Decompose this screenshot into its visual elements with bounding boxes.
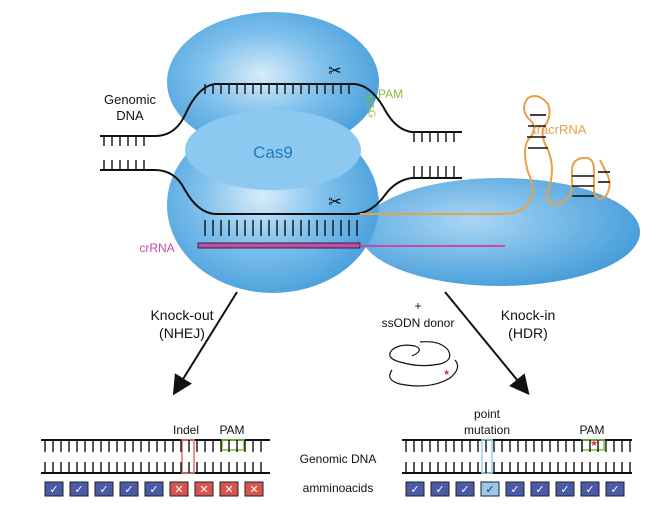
check-icon: ✓ [485,484,494,496]
x-icon: ✕ [249,484,258,496]
cas9-protein [167,12,640,293]
dna-ticks-knockin [405,440,631,473]
genomic-dna-label: DNA [116,108,144,123]
scissors-icon: ✂ [328,194,341,211]
check-icon: ✓ [610,484,619,496]
x-icon: ✕ [224,484,233,496]
check-icon: ✓ [535,484,544,496]
scissors-icon: ✂ [328,63,341,80]
check-icon: ✓ [560,484,569,496]
plus-label: + [414,299,421,313]
check-icon: ✓ [74,484,83,496]
check-icon: ✓ [460,484,469,496]
dna-ticks-knockout [44,440,262,473]
check-icon: ✓ [585,484,594,496]
x-icon: ✕ [174,484,183,496]
star-icon: ★ [590,438,598,448]
amino-acid-box: ✓ [605,481,625,497]
knockin-label: Knock-in [501,307,555,323]
genomic-dna-label: Genomic DNA [300,452,377,466]
x-icon: ✕ [199,484,208,496]
check-icon: ✓ [410,484,419,496]
knockout-arrow [172,291,238,396]
tracrrna-label: tracrRNA [533,122,587,137]
amino-acid-box: ✕ [244,481,264,497]
amino-acid-box: ✓ [405,481,425,497]
amino-acid-box: ✓ [144,481,164,497]
amino-acid-box: ✓ [119,481,139,497]
check-icon: ✓ [149,484,158,496]
amino-acid-box: ✓ [505,481,525,497]
genomic-dna-label: Genomic [104,92,157,107]
check-icon: ✓ [124,484,133,496]
amino-acid-box: ✓ [69,481,89,497]
check-icon: ✓ [510,484,519,496]
indel-label: Indel [173,423,199,437]
point-mutation-label: mutation [464,423,510,437]
amino-acid-box: ✓ [530,481,550,497]
amino-acid-box: ✓ [430,481,450,497]
star-icon: ★ [443,368,450,377]
amino-acid-box: ✕ [219,481,239,497]
knockout-amino-acids: ✓ ✓ ✓ ✓ ✓ ✕ ✕ ✕ ✕ [44,481,264,497]
check-icon: ✓ [99,484,108,496]
knockout-label: Knock-out [150,307,213,323]
pam-label: PAM [579,423,604,437]
amino-acid-box: ✓ [455,481,475,497]
amino-acid-box: ✓ [480,481,500,497]
point-mutation-label: point [474,407,501,421]
amino-acid-box: ✓ [44,481,64,497]
pam-label: PAM [219,423,244,437]
crrna-label: crRNA [139,241,174,255]
knockin-amino-acids: ✓ ✓ ✓ ✓ ✓ ✓ ✓ ✓ ✓ [405,481,625,497]
tracrrna-stems [527,114,610,197]
amino-acid-box: ✓ [94,481,114,497]
cas9-label: Cas9 [253,143,293,162]
amino-acid-box: ✕ [194,481,214,497]
amino-acid-box: ✓ [580,481,600,497]
tracrrna-strand [360,95,611,215]
ngg-label: NGG [362,94,377,119]
amino-acid-box: ✓ [555,481,575,497]
aminoacids-label: amminoacids [303,481,374,495]
crrna-strand [197,242,505,249]
check-icon: ✓ [435,484,444,496]
knockin-arrow [444,291,530,396]
ssodn-donor-strand [389,341,459,387]
pam-label: PAM [378,87,403,101]
knockout-genomic-dna [41,439,270,474]
knockin-label: (HDR) [508,325,548,341]
knockout-label: (NHEJ) [159,325,205,341]
dna-ticks-upper [103,84,455,236]
amino-acid-box: ✕ [169,481,189,497]
ssodn-label: ssODN donor [382,316,455,330]
check-icon: ✓ [49,484,58,496]
